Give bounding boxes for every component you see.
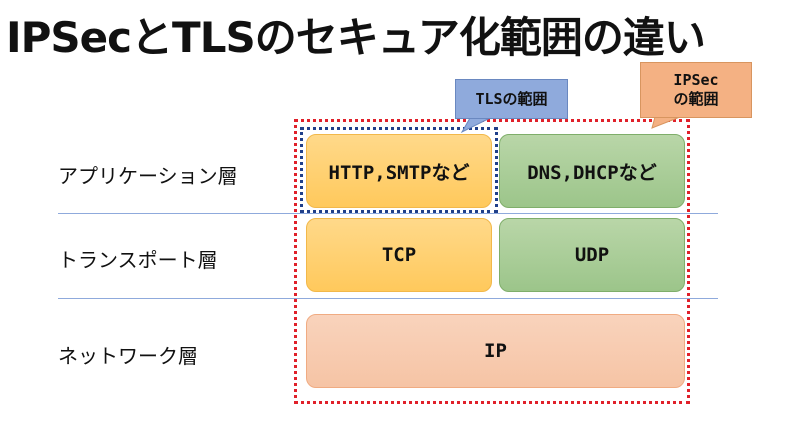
- box-dns-dhcp: DNS,DHCPなど: [499, 134, 685, 208]
- tls-callout-tail: [460, 117, 491, 134]
- box-ip: IP: [306, 314, 685, 388]
- box-tcp-label: TCP: [381, 244, 417, 266]
- box-dns-dhcp-label: DNS,DHCPなど: [527, 161, 657, 184]
- ipsec-scope-callout: IPSec の範囲: [640, 62, 752, 118]
- box-http-smtp-label: HTTP,SMTPなど: [328, 161, 470, 184]
- tls-scope-callout-label: TLSの範囲: [475, 89, 548, 108]
- layer-label-application: アプリケーション層: [58, 164, 238, 188]
- slide-title: IPSecとTLSのセキュア化範囲の違い: [6, 13, 706, 62]
- tls-scope-frame: [300, 127, 498, 213]
- ipsec-scope-callout-line2: の範囲: [673, 90, 719, 108]
- box-ip-label: IP: [484, 340, 507, 362]
- ipsec-scope-frame: [294, 119, 690, 404]
- box-udp: UDP: [499, 218, 685, 292]
- ipsec-callout-tail: [651, 116, 681, 129]
- ipsec-scope-callout-line1: IPSec: [673, 71, 719, 90]
- layer-divider-2: [58, 298, 718, 299]
- box-tcp: TCP: [306, 218, 492, 292]
- layer-label-network: ネットワーク層: [58, 344, 198, 368]
- box-udp-label: UDP: [574, 244, 610, 266]
- box-http-smtp: HTTP,SMTPなど: [306, 134, 492, 208]
- layer-divider-1: [58, 213, 718, 214]
- tls-scope-callout: TLSの範囲: [455, 79, 568, 119]
- layer-label-transport: トランスポート層: [58, 248, 218, 272]
